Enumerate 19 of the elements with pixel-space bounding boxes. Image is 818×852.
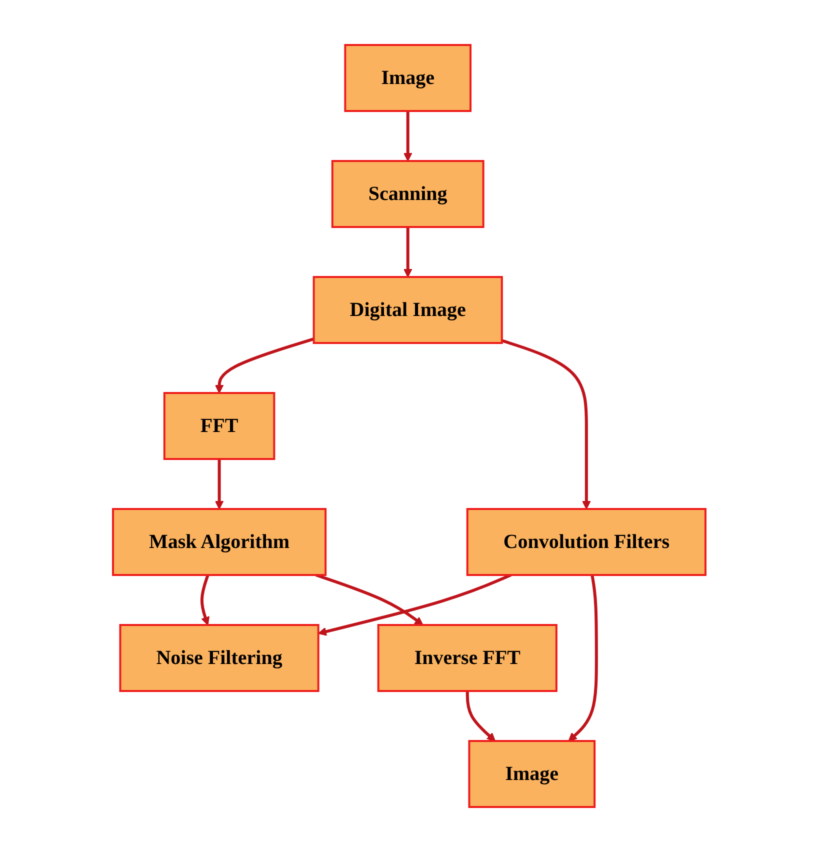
arrow [200,574,210,626]
node-box: Convolution Filters [466,508,706,576]
node-box: FFT [163,392,275,460]
node-box: Mask Algorithm [112,508,326,576]
arrow [466,691,496,742]
arrow [315,574,424,626]
arrow [318,574,512,636]
node-box: Noise Filtering [118,624,320,692]
arrow [403,227,412,278]
arrow [214,338,314,394]
node-box: Scanning [331,160,484,228]
node-box: Image [344,44,472,112]
node-box: Inverse FFT [377,624,558,692]
node-box: Image [468,740,596,808]
arrow [214,459,224,510]
arrow [403,111,412,162]
arrow [501,339,591,510]
arrow [568,574,598,742]
node-box: Digital Image [312,276,503,344]
